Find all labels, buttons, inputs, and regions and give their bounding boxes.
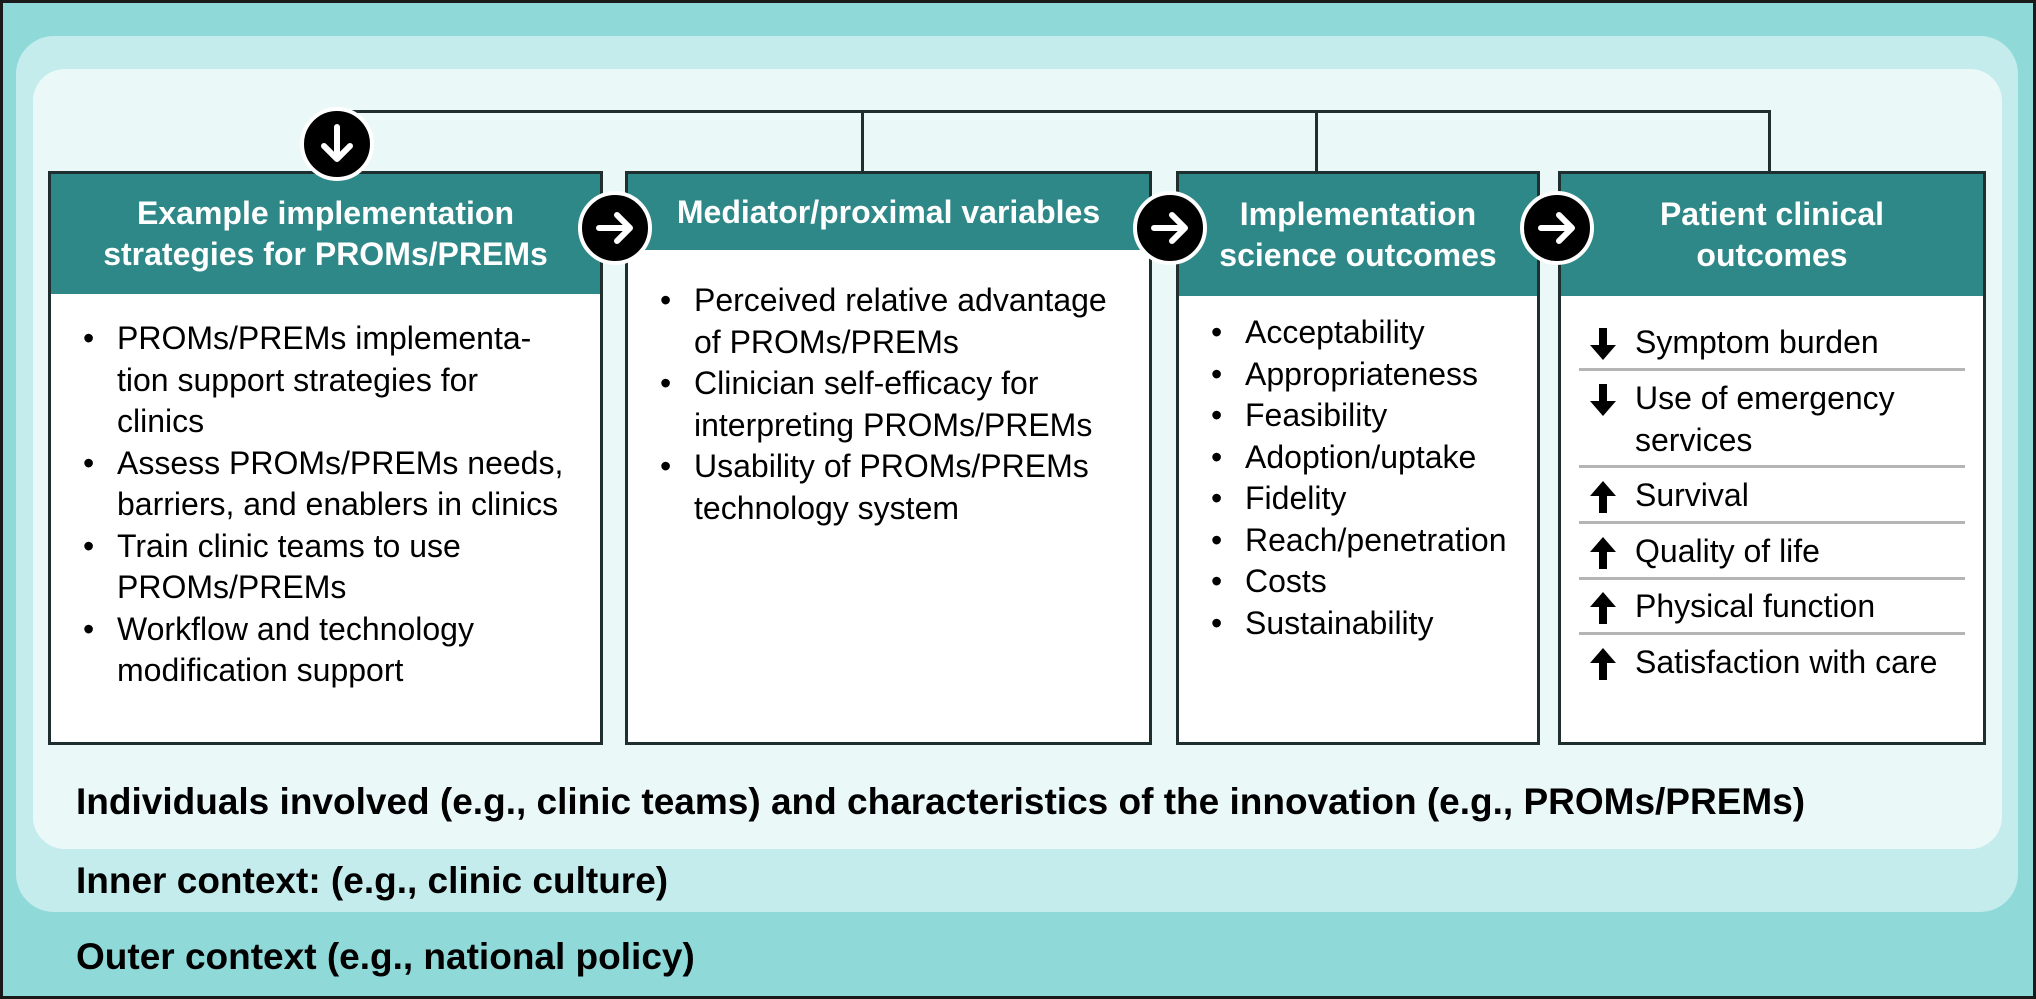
arrow-up-icon bbox=[1585, 642, 1621, 680]
mediators-box: Mediator/proximal variables Perceived re… bbox=[625, 171, 1152, 745]
feedback-line-patient bbox=[1768, 110, 1771, 172]
patient-title-line: outcomes bbox=[1696, 237, 1848, 273]
outcome-label: Satisfaction with care bbox=[1635, 644, 1938, 680]
outcome-row: Use of emergency services bbox=[1579, 378, 1965, 461]
arrow-down-circle-icon bbox=[300, 107, 374, 181]
outcome-divider bbox=[1579, 632, 1965, 635]
strategies-list: PROMs/PREMs implementa- tion support str… bbox=[69, 318, 589, 692]
list-item: Assess PROMs/PREMs needs, barriers, and … bbox=[69, 443, 589, 526]
outer-context-label: Outer context (e.g., national policy) bbox=[76, 936, 695, 977]
list-item-line: Usability of PROMs/PREMs bbox=[694, 448, 1089, 484]
arrow-right-circle-icon bbox=[1133, 191, 1207, 265]
outcome-row: Survival bbox=[1579, 475, 1965, 517]
individuals-label: Individuals involved (e.g., clinic teams… bbox=[76, 781, 1806, 822]
list-item: PROMs/PREMs implementa- tion support str… bbox=[69, 318, 589, 443]
implementation-header: Implementation science outcomes bbox=[1179, 174, 1537, 296]
list-item: Train clinic teams to use PROMs/PREMs bbox=[69, 526, 589, 609]
outcome-row: Physical function bbox=[1579, 586, 1965, 628]
feedback-line-top bbox=[337, 110, 1771, 113]
outcome-divider bbox=[1579, 368, 1965, 371]
strategies-box: Example implementation strategies for PR… bbox=[48, 171, 603, 745]
arrow-up-icon bbox=[1585, 586, 1621, 624]
list-item-line: Assess PROMs/PREMs needs, bbox=[117, 444, 564, 481]
arrow-down-icon bbox=[1585, 378, 1621, 416]
list-item-line: of PROMs/PREMs bbox=[694, 323, 959, 360]
list-item: Sustainability bbox=[1197, 603, 1537, 645]
strategies-title-line: Example implementation bbox=[137, 195, 514, 231]
outcome-label: Symptom burden bbox=[1635, 324, 1879, 360]
outcome-label: Survival bbox=[1635, 477, 1749, 513]
outcome-row: Satisfaction with care bbox=[1579, 642, 1965, 684]
list-item: Usability of PROMs/PREMs technology syst… bbox=[646, 446, 1146, 529]
patient-title-line: Patient clinical bbox=[1659, 196, 1885, 232]
arrow-up-icon bbox=[1585, 475, 1621, 513]
arrow-right-circle-icon bbox=[1520, 191, 1594, 265]
mediators-header: Mediator/proximal variables bbox=[628, 174, 1149, 250]
implementation-title-line: Implementation bbox=[1239, 196, 1477, 232]
implementation-title-line: science outcomes bbox=[1219, 237, 1497, 273]
list-item: Clinician self-efficacy for interpreting… bbox=[646, 363, 1146, 446]
outcome-divider bbox=[1579, 521, 1965, 524]
mediators-list: Perceived relative advantage of PROMs/PR… bbox=[646, 280, 1146, 529]
arrow-down-icon bbox=[1585, 322, 1621, 360]
arrow-up-icon bbox=[1585, 531, 1621, 569]
arrow-right-circle-icon bbox=[578, 191, 652, 265]
outcome-divider bbox=[1579, 577, 1965, 580]
outcome-label: Quality of life bbox=[1635, 533, 1820, 569]
list-item-line: barriers, and enablers in clinics bbox=[117, 486, 559, 522]
list-item: Costs bbox=[1197, 561, 1537, 603]
strategies-header: Example implementation strategies for PR… bbox=[51, 174, 600, 294]
list-item-line: clinics bbox=[117, 403, 205, 439]
implementation-list: Acceptability Appropriateness Feasibilit… bbox=[1197, 312, 1537, 644]
patient-header: Patient clinical outcomes bbox=[1561, 174, 1983, 296]
list-item-line: interpreting PROMs/PREMs bbox=[694, 406, 1093, 443]
list-item: Reach/penetration bbox=[1197, 520, 1537, 562]
list-item-line: Workflow and technology bbox=[117, 610, 474, 647]
list-item-line: Clinician self-efficacy for bbox=[694, 365, 1039, 401]
list-item-line: technology system bbox=[694, 489, 960, 526]
outcome-label: Physical function bbox=[1635, 588, 1876, 624]
outcome-divider bbox=[1579, 465, 1965, 468]
patient-outcomes-box: Patient clinical outcomes Symptom burden… bbox=[1558, 171, 1986, 745]
list-item-line: modification support bbox=[117, 652, 404, 688]
outcome-row: Quality of life bbox=[1579, 531, 1965, 573]
list-item-line: Perceived relative advantage bbox=[694, 282, 1107, 318]
list-item-line: Train clinic teams to use bbox=[117, 527, 461, 564]
mediators-title: Mediator/proximal variables bbox=[676, 193, 1101, 230]
list-item: Adoption/uptake bbox=[1197, 437, 1537, 479]
outcome-label: services bbox=[1635, 421, 1753, 458]
list-item-line: tion support strategies for bbox=[117, 361, 479, 398]
list-item-line: PROMs/PREMs bbox=[117, 569, 347, 605]
strategies-title-line: strategies for PROMs/PREMs bbox=[103, 236, 548, 272]
list-item: Feasibility bbox=[1197, 395, 1537, 437]
list-item: Appropriateness bbox=[1197, 354, 1537, 396]
list-item: Workflow and technology modification sup… bbox=[69, 609, 589, 692]
outcome-row: Symptom burden bbox=[1579, 322, 1965, 364]
list-item-line: PROMs/PREMs implementa- bbox=[117, 320, 532, 356]
inner-context-label: Inner context: (e.g., clinic culture) bbox=[76, 860, 669, 901]
feedback-line-mediators bbox=[861, 110, 864, 172]
list-item: Perceived relative advantage of PROMs/PR… bbox=[646, 280, 1146, 363]
outcome-label: Use of emergency bbox=[1635, 380, 1895, 416]
implementation-outcomes-box: Implementation science outcomes Acceptab… bbox=[1176, 171, 1540, 745]
feedback-line-implementation bbox=[1315, 110, 1318, 172]
list-item: Acceptability bbox=[1197, 312, 1537, 354]
list-item: Fidelity bbox=[1197, 478, 1537, 520]
